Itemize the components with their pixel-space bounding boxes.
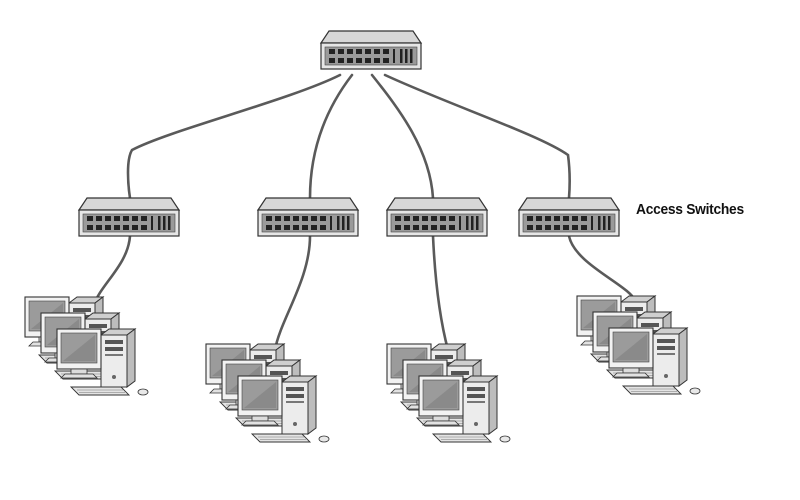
downlink-cable-4: [567, 234, 638, 304]
uplink-cable-2: [308, 73, 354, 200]
uplink-cable-1: [126, 73, 342, 200]
computer-group-icon-3: [387, 344, 510, 442]
computer-group-icon-4: [577, 296, 700, 394]
core-switch-icon: [320, 30, 422, 70]
computer-group-icon-2: [206, 344, 329, 442]
access-switch-icon-1: [78, 197, 180, 237]
access-switch-icon-4: [518, 197, 620, 237]
downlink-cable-2: [273, 234, 312, 352]
access-switches-label: Access Switches: [636, 201, 744, 218]
downlink-cable-1: [92, 234, 132, 307]
access-switch-icon-2: [257, 197, 359, 237]
uplink-cable-4: [383, 73, 571, 200]
access-switch-icon-3: [386, 197, 488, 237]
downlink-cable-3: [431, 234, 450, 352]
uplink-cable-3: [370, 73, 435, 200]
computer-group-icon-1: [25, 297, 148, 395]
